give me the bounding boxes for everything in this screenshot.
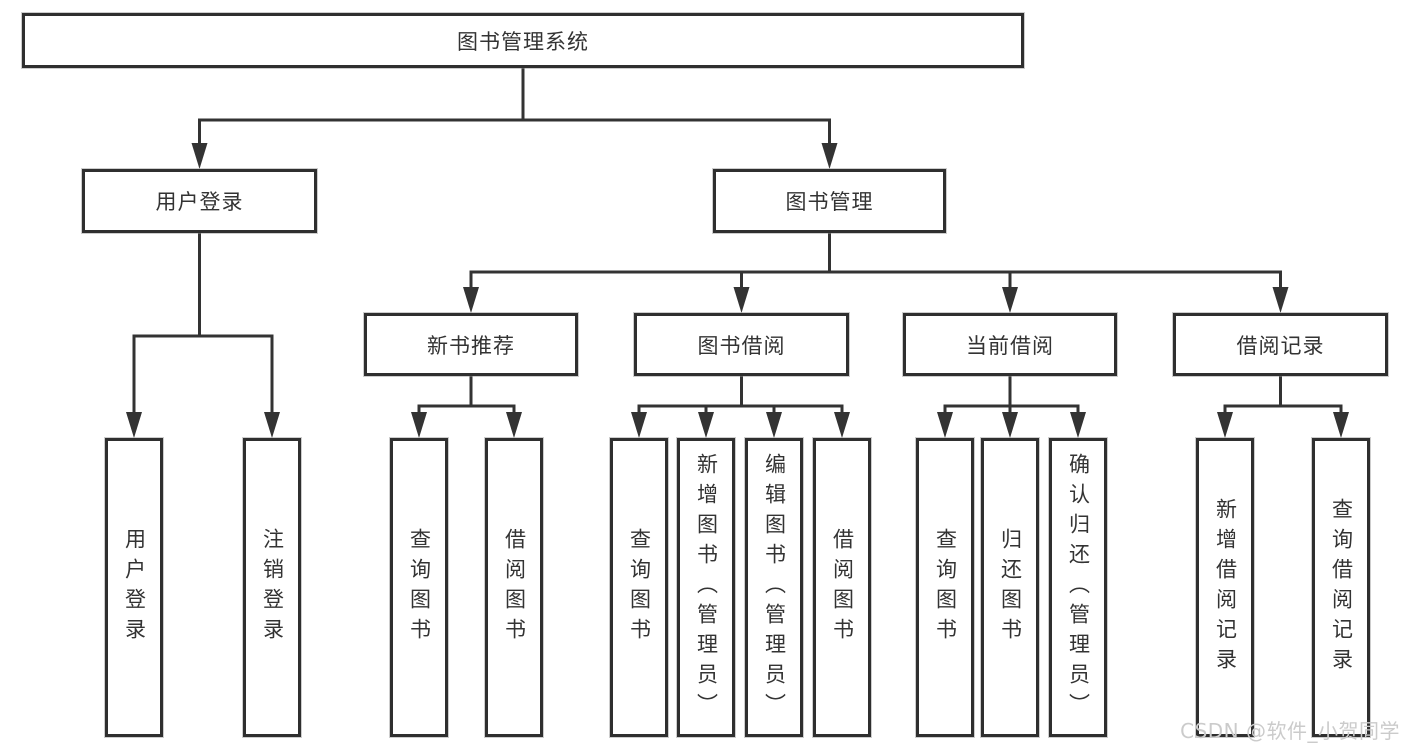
node-label: 借阅图书 (830, 527, 855, 648)
node-label: 确认归还（管理员） (1066, 452, 1091, 723)
node-label: 借阅记录 (1236, 333, 1325, 358)
leaf-logout: 注销登录 (243, 438, 301, 737)
leaf-recommend-borrow-books: 借阅图书 (485, 438, 543, 737)
node-label: 新增借阅记录 (1213, 497, 1238, 678)
leaf-current-confirm-return-admin: 确认归还（管理员） (1049, 438, 1107, 737)
node-user-login: 用户登录 (82, 169, 317, 233)
leaf-records-add-record: 新增借阅记录 (1196, 438, 1254, 737)
node-label: 查询图书 (407, 527, 432, 648)
node-label: 新书推荐 (427, 333, 515, 358)
leaf-borrow-add-books-admin: 新增图书（管理员） (677, 438, 735, 737)
node-label: 注销登录 (260, 527, 285, 648)
leaf-recommend-query-books: 查询图书 (390, 438, 448, 737)
node-label: 新增图书（管理员） (694, 452, 719, 723)
leaf-borrow-query-books: 查询图书 (610, 438, 668, 737)
node-label: 归还图书 (998, 527, 1023, 648)
leaf-borrow-borrow-books: 借阅图书 (813, 438, 871, 737)
leaf-borrow-edit-books-admin: 编辑图书（管理员） (745, 438, 803, 737)
node-label: 用户登录 (122, 527, 147, 648)
node-book-borrow: 图书借阅 (634, 313, 849, 376)
node-label: 查询图书 (933, 527, 958, 648)
leaf-current-return-books: 归还图书 (981, 438, 1039, 737)
leaf-user-login: 用户登录 (105, 438, 163, 737)
node-new-book-recommend: 新书推荐 (364, 313, 578, 376)
node-label: 当前借阅 (966, 333, 1054, 358)
node-label: 查询图书 (627, 527, 652, 648)
node-current-borrow: 当前借阅 (903, 313, 1117, 376)
leaf-records-query-record: 查询借阅记录 (1312, 438, 1370, 737)
node-label: 图书管理 (785, 190, 874, 214)
node-label: 图书管理系统 (457, 29, 589, 54)
node-label: 查询借阅记录 (1329, 497, 1354, 678)
node-borrow-records: 借阅记录 (1173, 313, 1388, 376)
node-book-management: 图书管理 (713, 169, 946, 233)
node-label: 用户登录 (155, 190, 244, 214)
node-root: 图书管理系统 (22, 13, 1024, 68)
node-label: 编辑图书（管理员） (762, 452, 787, 723)
leaf-current-query-books: 查询图书 (916, 438, 974, 737)
csdn-watermark: CSDN @软件_小贺同学 (1180, 719, 1400, 743)
node-label: 图书借阅 (697, 333, 786, 358)
node-label: 借阅图书 (502, 527, 527, 648)
